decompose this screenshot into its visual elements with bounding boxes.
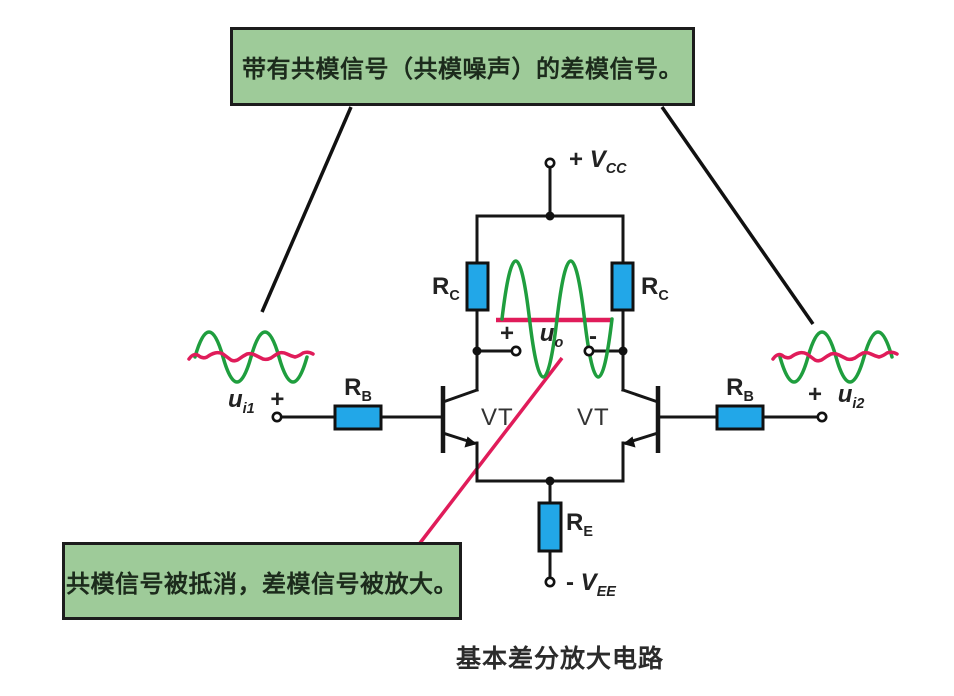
input1-noise-wave [187, 350, 315, 363]
output-plus-sign: + [500, 320, 515, 347]
input1-differential-wave [193, 330, 309, 384]
junction-dots [472, 211, 628, 486]
resistor-rb-right [715, 404, 765, 431]
callout-top-text: 带有共模信号（共模噪声）的差模信号。 [242, 56, 683, 83]
input2-noise-wave [771, 350, 899, 363]
transistor-left-symbol [440, 386, 477, 453]
uo-label: uo [539, 320, 564, 351]
emitter-arrow-left [464, 436, 477, 448]
terminal-circles [271, 157, 828, 588]
figure-caption: 基本差分放大电路 [455, 645, 664, 673]
circuit-wires [279, 164, 820, 581]
resistor-rc-left [465, 261, 490, 312]
vee-terminal [544, 576, 556, 588]
vt-left-label: VT [481, 404, 514, 431]
vcc-label: + VCC [569, 146, 627, 177]
transistor-right-symbol [623, 386, 661, 453]
callout-bottom-text: 共模信号被抵消，差模信号被放大。 [66, 570, 458, 598]
rb-left-label: RB [344, 374, 372, 405]
rc-left-label: RC [432, 273, 460, 304]
ui2-label: + ui2 [808, 381, 865, 412]
vcc-terminal [544, 157, 556, 169]
vee-label: - VEE [566, 569, 616, 600]
input2-differential-wave [778, 330, 894, 384]
output-minus-sign: - [588, 323, 597, 350]
rc-right-label: RC [641, 273, 669, 304]
vt-right-label: VT [577, 404, 610, 431]
output-minus-terminal [583, 345, 595, 357]
pointer-line-red [418, 356, 564, 545]
emitter-arrow-right [623, 436, 636, 448]
ui2-plus-sign: + [808, 381, 823, 408]
input2-terminal [816, 411, 828, 423]
callout-common-mode-cancelled: 共模信号被抵消，差模信号被放大。 [62, 542, 462, 620]
ui1-label: ui1 + [228, 386, 285, 417]
rb-right-label: RB [726, 374, 754, 405]
output-differential-wave [500, 259, 614, 379]
re-label: RE [566, 509, 593, 540]
output-label-row: + uo - [500, 320, 597, 351]
resistor-re [537, 501, 563, 553]
output-plus-terminal [510, 345, 522, 357]
input1-terminal [271, 411, 283, 423]
ui1-plus-sign: + [270, 386, 285, 413]
pointer-line-left [260, 106, 353, 313]
resistor-rb-left [333, 404, 383, 431]
callout-common-mode-input: 带有共模信号（共模噪声）的差模信号。 [230, 27, 695, 106]
resistor-rc-right [610, 261, 635, 312]
pointer-line-right [660, 106, 815, 325]
